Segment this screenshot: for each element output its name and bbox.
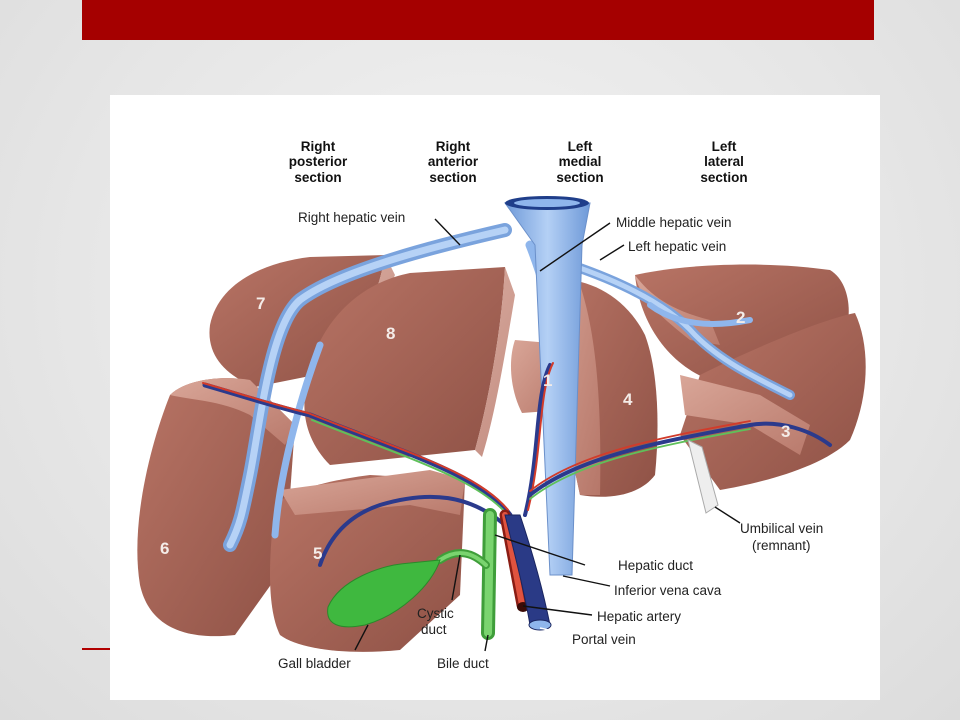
header-right-posterior-line1: Right [301,139,336,154]
accent-line [82,648,112,650]
header-left-lateral-line1: Left [712,139,737,154]
segment-number-4: 4 [623,390,633,409]
header-left-lateral-line3: section [700,170,747,185]
label-middle-hepatic-vein: Middle hepatic vein [616,215,732,230]
label-umbilical-vein-line2: (remnant) [752,538,811,553]
header-right-anterior-line1: Right [436,139,471,154]
label-cystic-duct-line1: Cystic [417,606,454,621]
label-cystic-duct-line2: duct [421,622,447,637]
label-bile-duct: Bile duct [437,656,489,671]
label-inferior-vena-cava: Inferior vena cava [614,583,722,598]
segment-number-8: 8 [386,324,395,343]
label-hepatic-duct: Hepatic duct [618,558,693,573]
segment-number-7: 7 [256,294,265,313]
header-right-posterior-line2: posterior [289,154,348,169]
segment-number-2: 2 [736,308,745,327]
liver-diagram-svg: Right posterior section Right anterior s… [137,139,866,671]
umbilical-vein-remnant [687,439,719,514]
header-left-medial-line1: Left [568,139,593,154]
inferior-vena-cava [504,196,591,576]
label-umbilical-vein-line1: Umbilical vein [740,521,823,536]
title-bar [82,0,874,40]
label-right-hepatic-vein: Right hepatic vein [298,210,405,225]
header-right-anterior-line2: anterior [428,154,479,169]
segment-number-3: 3 [781,422,790,441]
segment-number-5: 5 [313,544,322,563]
bile-duct-system [436,508,497,640]
header-left-lateral-line2: lateral [704,154,744,169]
segment-number-6: 6 [160,539,169,558]
leader-lines [354,218,741,652]
header-left-medial-line3: section [556,170,603,185]
label-hepatic-artery: Hepatic artery [597,609,681,624]
segment-3-lobe [680,313,866,490]
gall-bladder [327,559,441,628]
header-left-medial-line2: medial [559,154,602,169]
segment-number-1: 1 [543,371,552,390]
header-right-anterior-line3: section [429,170,476,185]
hepatic-veins [223,223,795,552]
label-gall-bladder: Gall bladder [278,656,351,671]
label-portal-vein: Portal vein [572,632,636,647]
label-left-hepatic-vein: Left hepatic vein [628,239,726,254]
portal-triad-branches [202,362,832,567]
header-right-posterior-line3: section [294,170,341,185]
segment-5-lobe [270,470,465,652]
liver-diagram: Right posterior section Right anterior s… [110,95,880,700]
segment-8-lobe [304,267,515,465]
